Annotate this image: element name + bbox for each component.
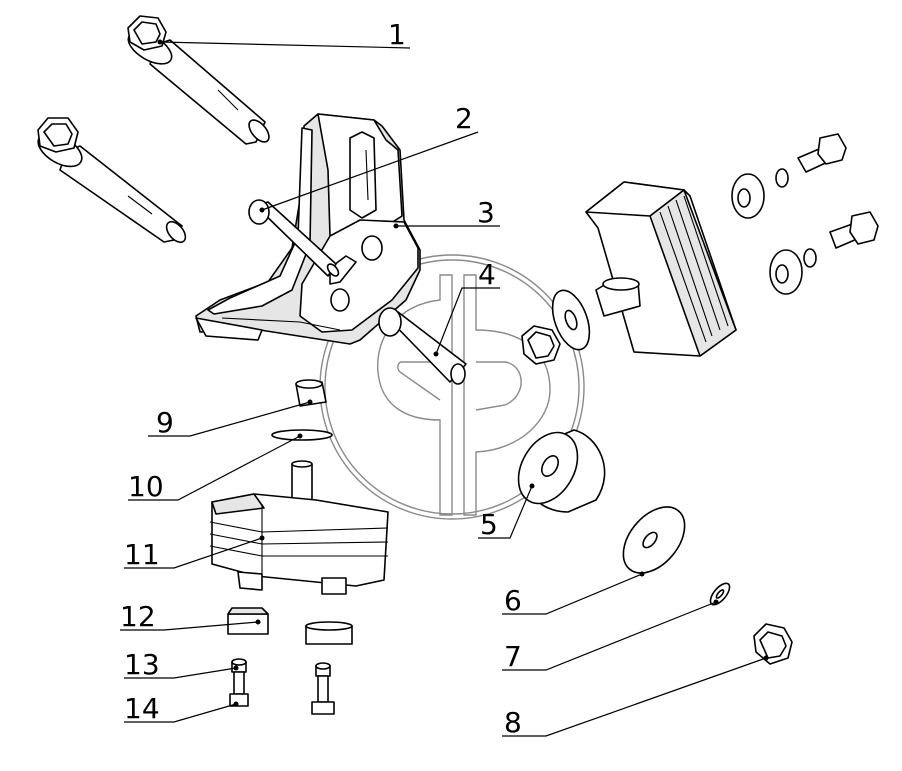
bolt-bottom-right <box>311 662 335 715</box>
spacer-upper-right-a <box>731 173 765 219</box>
hex-nut-center <box>521 325 561 365</box>
hex-nut <box>753 623 793 665</box>
watermark-logo <box>319 254 585 520</box>
pin <box>248 199 340 277</box>
spacer-block-right <box>305 621 353 645</box>
mounting-bracket <box>195 113 421 345</box>
long-flange-bolt-upper <box>127 15 270 145</box>
callout-9: 9 <box>156 406 174 439</box>
callout-labels: 1 2 3 4 5 6 7 8 9 10 11 12 13 14 <box>120 18 522 739</box>
rubber-mount-upper <box>585 181 737 357</box>
large-washer <box>622 506 686 574</box>
bolt-bottom-left <box>229 658 249 707</box>
small-bushing <box>295 379 327 407</box>
callout-5: 5 <box>480 508 498 541</box>
spacer-block-left <box>227 607 269 635</box>
callout-2: 2 <box>455 102 473 135</box>
callout-13: 13 <box>124 648 160 681</box>
callout-4: 4 <box>478 258 496 291</box>
hex-bolt-upper-right-a <box>797 133 847 173</box>
hex-bolt-upper-right-b <box>829 211 879 249</box>
spacer-upper-right-b <box>769 249 803 295</box>
callout-6: 6 <box>504 584 522 617</box>
callout-12: 12 <box>120 600 156 633</box>
lock-washer-upper-right-a <box>775 168 789 188</box>
callout-10: 10 <box>128 470 164 503</box>
leader-lines <box>120 39 769 737</box>
callout-11: 11 <box>124 538 160 571</box>
sleeve <box>378 307 467 385</box>
long-flange-bolt-lower <box>37 117 187 244</box>
callout-14: 14 <box>124 692 160 725</box>
callout-8: 8 <box>504 706 522 739</box>
lock-washer-upper-right-b <box>803 248 817 268</box>
callout-1: 1 <box>388 18 406 51</box>
rubber-mount-lower <box>209 460 389 595</box>
flat-washer-center <box>551 289 591 351</box>
callout-7: 7 <box>504 640 522 673</box>
callout-3: 3 <box>477 196 495 229</box>
